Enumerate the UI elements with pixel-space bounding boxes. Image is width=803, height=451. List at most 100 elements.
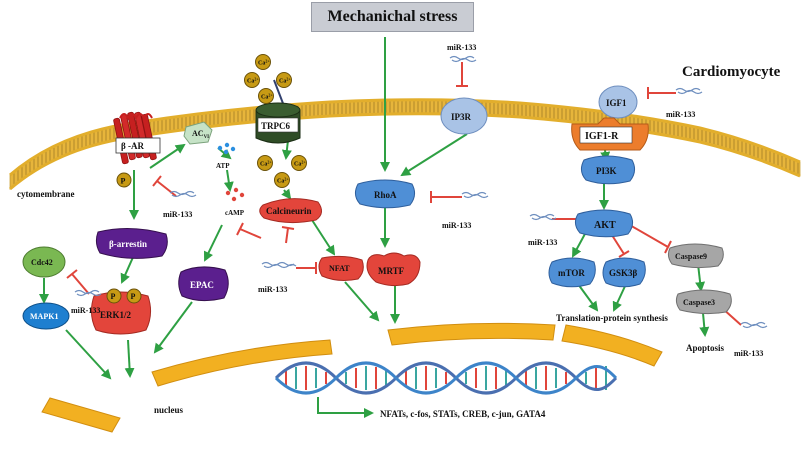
ac-label: ACVI [192, 129, 209, 140]
arrow-erk-to-nucleus [124, 339, 135, 378]
arrow-camp-to-epac [203, 224, 223, 262]
beta-ar-label: β -AR [121, 141, 144, 151]
mirna-label-igf1: miR-133 [666, 110, 695, 119]
arrow-bar-to-ac [149, 143, 186, 169]
trpc6-label: TRPC6 [261, 121, 290, 131]
inhibit-mir-cdc42 [66, 269, 90, 295]
inhibit-mir-ip3r [456, 62, 468, 87]
nfat-node [318, 255, 364, 281]
caspase9-node [667, 243, 724, 269]
mirna-label-bar: miR-133 [163, 210, 192, 219]
pi3k-label: PI3K [596, 166, 617, 176]
inhibit-mir-calcineurin [281, 226, 295, 244]
svg-text:Ca2+: Ca2+ [261, 93, 273, 101]
pi3k-node [580, 155, 636, 185]
ip3r-label: IP3R [451, 112, 472, 122]
calcineurin-label: Calcineurin [266, 206, 312, 216]
erk-phospho-1 [106, 288, 122, 304]
mirna-label-akt: miR-133 [528, 238, 557, 247]
arrow-atp-to-camp [223, 169, 234, 192]
inhibit-mir-rhoa [430, 191, 462, 203]
arrow-ca-to-calcineurin [281, 188, 292, 200]
gene-list-label: NFATs, c-fos, STATs, CREB, c-jun, GATA4 [380, 409, 546, 419]
mirna-label-ip3r: miR-133 [447, 43, 476, 52]
dna-helix [274, 361, 618, 395]
cdc42-label: Cdc42 [31, 258, 53, 267]
erk-phospho-2 [126, 288, 142, 304]
arrow-arrestin-to-erk [120, 254, 135, 284]
ip3r-node [440, 97, 488, 135]
arrow-nfat-to-nucleus [344, 281, 380, 322]
arrow-caspase9-to-caspase3 [695, 263, 706, 292]
nucleus-label: nucleus [154, 405, 184, 415]
erk-phospho-2-label: P [131, 292, 136, 301]
mapk1-label: MAPK1 [30, 312, 58, 321]
arrow-epac-to-nucleus [153, 301, 193, 354]
arrow-akt-to-mtor [572, 231, 587, 258]
caspase9-label: Caspase9 [675, 252, 707, 261]
beta-ar-phospho-label: P [121, 177, 126, 186]
cardiomyocyte-label: Cardiomyocyte [682, 64, 781, 80]
calcium-labels: Ca2+ Ca2+ Ca2+ Ca2+ Ca2+ Ca2+ Ca2+ [247, 59, 306, 185]
svg-text:Ca2+: Ca2+ [260, 160, 272, 168]
calcium-ions [244, 54, 307, 188]
beta-arrestin-node [95, 227, 168, 259]
cdc42-node [22, 246, 66, 278]
mirna-label-caspase3: miR-133 [734, 349, 763, 358]
svg-text:Ca2+: Ca2+ [258, 59, 270, 67]
gsk3b-label: GSK3β [609, 268, 638, 278]
inhibit-akt-caspase9 [627, 223, 672, 254]
svg-text:Ca2+: Ca2+ [294, 160, 306, 168]
inhibit-mir-camp [236, 222, 262, 239]
inhibit-mir-igf1 [647, 87, 676, 99]
arrow-caspase3-to-apoptosis [699, 312, 710, 337]
rhoa-node [354, 179, 416, 209]
caspase3-label: Caspase3 [683, 298, 715, 307]
beta-ar-receptor [113, 111, 161, 165]
mirna-label-cdc42: miR-133 [71, 306, 100, 315]
apoptosis-label: Apoptosis [686, 343, 725, 353]
camp-dots [225, 187, 245, 202]
mrtf-label: MRTF [378, 266, 405, 276]
mirna-hairpins [74, 55, 768, 329]
mirna-label-camp: miR-133 [258, 285, 287, 294]
arrow-mtor-to-translation [577, 283, 599, 312]
svg-text:Ca2+: Ca2+ [279, 77, 291, 85]
mapk1-node [22, 302, 70, 330]
nucleus-envelope [41, 322, 663, 433]
igf1-label: IGF1 [606, 98, 627, 108]
epac-node [178, 266, 229, 302]
erk-phospho-1-label: P [111, 292, 116, 301]
caspase3-node [675, 289, 732, 315]
svg-text:Ca2+: Ca2+ [277, 177, 289, 185]
arrow-gsk3b-to-translation [612, 283, 627, 312]
inhibit-mir-bar [152, 175, 177, 197]
inhibit-mir-nfat [296, 262, 317, 274]
mtor-label: mTOR [558, 268, 585, 278]
akt-label: AKT [594, 220, 616, 231]
igf1r-label: IGF1-R [585, 131, 619, 142]
beta-ar-phospho [116, 172, 132, 188]
calcineurin-node [259, 198, 322, 224]
arrow-ip3r-to-rhoa [400, 133, 468, 177]
atp-dots [217, 142, 236, 155]
erk-label: ERK1/2 [100, 310, 132, 320]
igf1r-label-box [579, 126, 633, 144]
arrow-trpc6-to-ca [281, 139, 292, 160]
igf1-node [598, 85, 638, 119]
beta-arrestin-label: β-arrestin [109, 239, 147, 249]
nfat-label: NFAT [329, 264, 350, 273]
atp-label: ATP [216, 162, 230, 170]
mrtf-node [366, 252, 421, 287]
ac-vi-node [183, 121, 213, 145]
arrow-calcineurin-to-nfat [311, 219, 336, 256]
gsk3b-node [602, 257, 646, 288]
arrow-dna-to-genes [317, 397, 374, 418]
camp-label: cAMP [225, 209, 245, 217]
translation-label: Translation-protein synthesis [556, 313, 668, 323]
rhoa-label: RhoA [374, 190, 397, 200]
svg-text:Ca2+: Ca2+ [247, 77, 259, 85]
cytomembrane-label: cytomembrane [17, 189, 74, 199]
akt-node [574, 209, 634, 238]
